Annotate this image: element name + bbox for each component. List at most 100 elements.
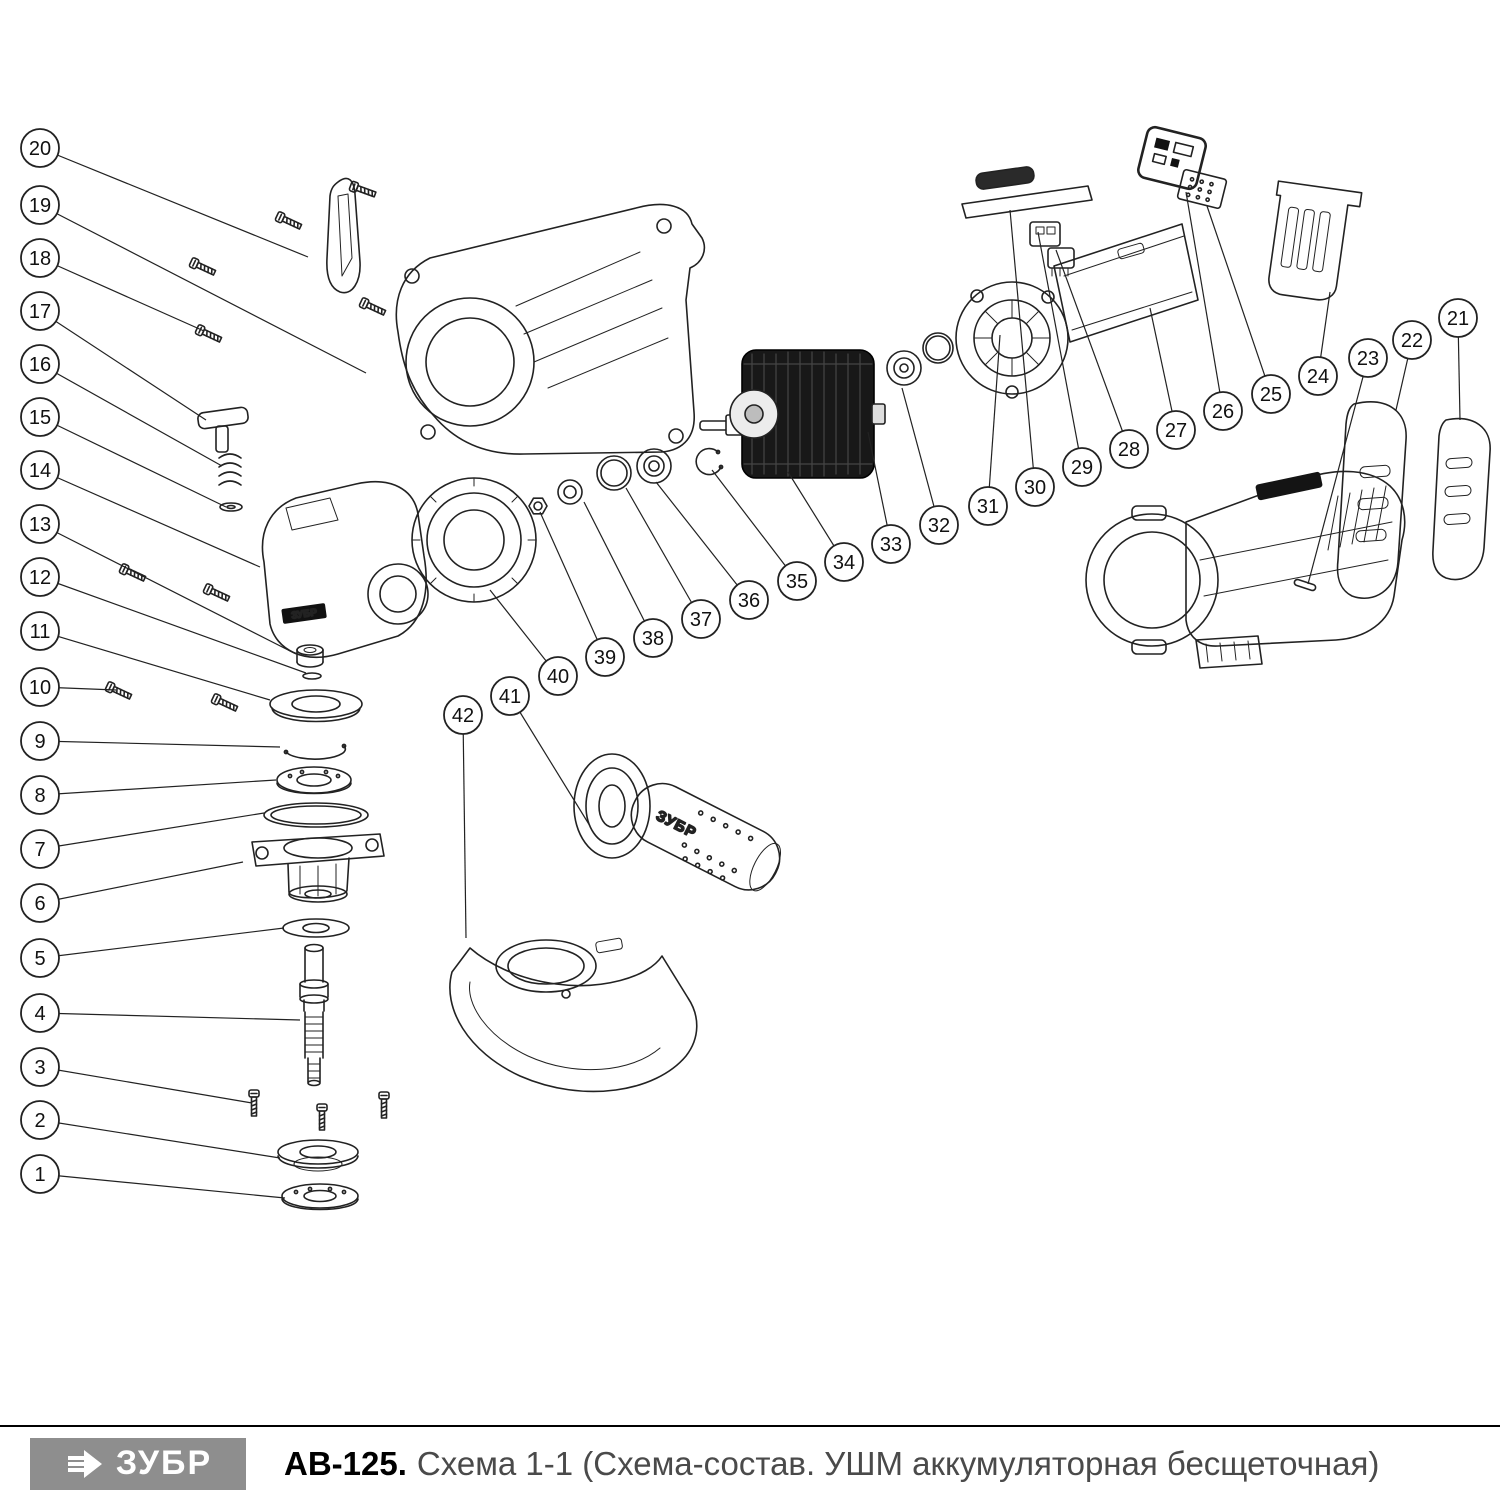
callout-26: 26 (1203, 391, 1243, 431)
svg-text:40: 40 (547, 666, 569, 688)
callout-42: 42 (443, 695, 483, 735)
callout-5: 5 (20, 938, 60, 978)
svg-text:18: 18 (29, 248, 51, 270)
leader-line-25 (1206, 205, 1272, 395)
svg-text:27: 27 (1165, 420, 1187, 442)
part-oring-large (263, 802, 369, 828)
part-sleeve (296, 644, 324, 680)
part-washer-small (219, 502, 243, 512)
leader-line-9 (39, 740, 281, 748)
svg-text:22: 22 (1401, 330, 1423, 352)
callout-34: 34 (824, 542, 864, 582)
callout-30: 30 (1015, 467, 1055, 507)
callout-41: 41 (490, 676, 530, 716)
part-spindle-lock-button (197, 406, 249, 453)
part-wave-washer (282, 918, 350, 938)
leader-line-4 (39, 1012, 301, 1021)
callout-13: 13 (20, 504, 60, 544)
leader-line-31 (987, 334, 1001, 507)
part-wheel-guard (449, 937, 698, 1093)
part-bearing-flange (251, 833, 385, 903)
svg-text:7: 7 (34, 839, 45, 861)
gear-housing-brand-label: ЗУБР (291, 607, 319, 622)
svg-text:16: 16 (29, 354, 51, 376)
svg-text:19: 19 (29, 195, 51, 217)
leader-line-7 (39, 812, 265, 850)
callout-36: 36 (729, 580, 769, 620)
leader-line-18 (39, 257, 205, 332)
callout-28: 28 (1109, 429, 1149, 469)
callout-32: 32 (919, 505, 959, 545)
callout-20: 20 (20, 128, 60, 168)
exploded-diagram: ЗУБР (20, 125, 1491, 1211)
callout-17: 17 (20, 291, 60, 331)
leader-line-19 (39, 204, 367, 374)
callout-31: 31 (968, 486, 1008, 526)
part-inner-flange (269, 689, 363, 723)
callout-18: 18 (20, 238, 60, 278)
svg-text:41: 41 (499, 686, 521, 708)
part-lower-bearing (281, 1183, 359, 1211)
callout-3: 3 (20, 1047, 60, 1087)
part-ring-washer (596, 455, 632, 491)
leader-line-38 (583, 501, 654, 639)
part-battery-housing (1053, 223, 1199, 343)
leader-line-27 (1149, 307, 1177, 431)
leader-line-13 (39, 523, 297, 655)
leader-line-5 (39, 927, 285, 959)
leader-line-20 (39, 147, 309, 258)
callout-14: 14 (20, 450, 60, 490)
svg-text:3: 3 (34, 1057, 45, 1079)
svg-text:15: 15 (29, 407, 51, 429)
callout-9: 9 (20, 721, 60, 761)
callout-1: 1 (20, 1154, 60, 1194)
svg-text:10: 10 (29, 677, 51, 699)
svg-text:34: 34 (833, 552, 855, 574)
callout-10: 10 (20, 667, 60, 707)
leader-line-16 (39, 363, 223, 467)
svg-text:37: 37 (690, 609, 712, 631)
part-stator-plate (955, 281, 1069, 399)
part-clamp-ring (411, 477, 537, 603)
svg-text:30: 30 (1024, 477, 1046, 499)
callout-15: 15 (20, 397, 60, 437)
footer: ЗУБР АВ-125.Схема 1-1 (Схема-состав. УШМ… (0, 1425, 1500, 1500)
part-terminal-block (1268, 180, 1363, 301)
part-spindle-nut (528, 497, 548, 515)
callout-7: 7 (20, 829, 60, 869)
zubr-logo-icon (67, 1449, 102, 1478)
leader-line-36 (655, 481, 750, 601)
svg-text:25: 25 (1260, 384, 1282, 406)
svg-text:21: 21 (1447, 308, 1469, 330)
zubr-logo: ЗУБР (30, 1437, 246, 1490)
svg-text:31: 31 (977, 496, 999, 518)
svg-text:23: 23 (1357, 348, 1379, 370)
part-trigger (961, 166, 1093, 219)
svg-text:12: 12 (29, 567, 51, 589)
part-housing-screws (104, 562, 240, 715)
callout-23: 23 (1348, 338, 1388, 378)
callout-19: 19 (20, 185, 60, 225)
part-gear-housing: ЗУБР (261, 480, 429, 659)
callout-29: 29 (1062, 447, 1102, 487)
part-lower-flange (277, 1139, 359, 1172)
leader-line-28 (1055, 249, 1130, 450)
part-rear-bearing (886, 350, 922, 386)
callout-40: 40 (538, 656, 578, 696)
callout-27: 27 (1156, 410, 1196, 450)
svg-text:11: 11 (30, 621, 51, 643)
leader-line-23 (1307, 357, 1369, 585)
svg-text:29: 29 (1071, 457, 1093, 479)
part-body-right (1085, 470, 1406, 669)
callout-38: 38 (633, 618, 673, 658)
brand-name: ЗУБР (115, 1444, 213, 1482)
leader-line-39 (539, 511, 606, 658)
svg-text:9: 9 (34, 731, 45, 753)
svg-text:35: 35 (786, 571, 808, 593)
svg-text:2: 2 (34, 1110, 45, 1132)
callout-layer: 1234567891011121314151617181920212223242… (20, 128, 1478, 1199)
svg-text:4: 4 (34, 1003, 45, 1025)
part-motor-housing-left (395, 203, 706, 455)
leader-line-6 (39, 861, 244, 904)
part-switch-block (1029, 221, 1075, 277)
